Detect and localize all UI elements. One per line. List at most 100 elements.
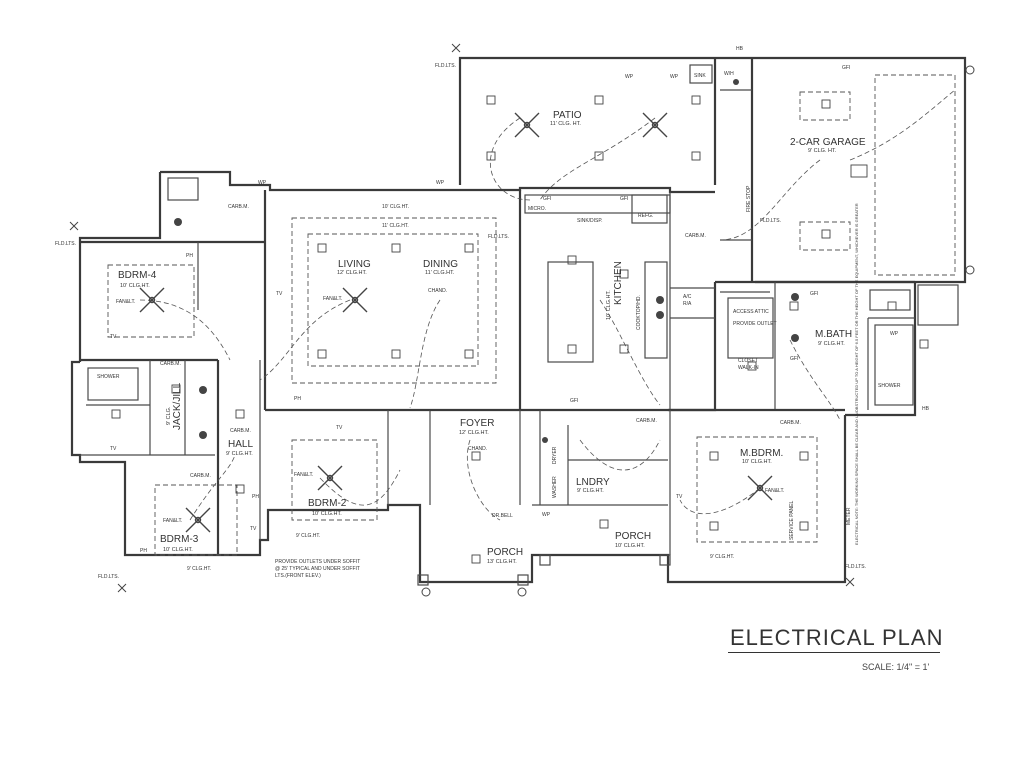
room-clg-mbath: 9' CLG.HT. — [818, 341, 845, 347]
floodlight-icon — [421, 587, 431, 597]
light-fixture-icon — [594, 151, 604, 161]
receptacle-icon — [174, 218, 182, 226]
soffit-note-line-2: @ 25' TYPICAL AND UNDER SOFFIT — [275, 566, 360, 572]
light-fixture-icon — [691, 151, 701, 161]
light-fixture-icon — [821, 99, 831, 109]
label-carb: CARB.M. — [685, 233, 706, 239]
room-clg-patio: 11' CLG. HT. — [550, 121, 581, 127]
light-fixture-icon — [709, 451, 719, 461]
label-meter: METER — [846, 507, 852, 525]
room-name-closet: CLOSET — [738, 358, 758, 364]
floodlight-icon — [517, 587, 527, 597]
label-fld-lts: FLD.LTS. — [845, 564, 866, 570]
label-cooktop: COOKTOP/HD. — [636, 295, 642, 330]
light-fixture-icon — [391, 243, 401, 253]
room-name-bdrm2: BDRM-2 — [308, 498, 347, 509]
room-clg-garage: 9' CLG. HT. — [808, 148, 837, 154]
soffit-lines — [107, 74, 956, 556]
light-fixture-icon — [464, 349, 474, 359]
light-fixture-icon — [171, 384, 181, 394]
light-fixture-icon — [691, 95, 701, 105]
receptacle-icon — [542, 437, 548, 443]
room-clg-jackjill: 9' CLG. — [166, 406, 172, 425]
light-fixture-icon — [594, 95, 604, 105]
room-name-lndry: LNDRY — [576, 477, 610, 488]
room-clg-porch-side: 10' CLG.HT. — [615, 543, 645, 549]
label-tv: TV — [110, 446, 117, 452]
light-fixture-icon — [747, 361, 757, 371]
room-clg-mbdrm: 10' CLG.HT. — [742, 459, 772, 465]
room-clg-living: 12' CLG.HT. — [337, 270, 367, 276]
receptacle-icon — [791, 293, 799, 301]
label-clg-9: 9' CLG.HT. — [710, 554, 734, 560]
light-fixture-icon — [919, 339, 929, 349]
floodlight-icon — [845, 577, 855, 587]
label-tv: TV — [110, 334, 117, 340]
label-clg-11: 11' CLG.HT. — [382, 223, 409, 229]
light-fixture-icon — [619, 344, 629, 354]
label-gfi: GFI — [790, 356, 798, 362]
label-carb: CARB.M. — [228, 204, 249, 210]
label-tv: TV — [276, 291, 283, 297]
label-carb: CARB.M. — [190, 473, 211, 479]
label-gfi: GFI — [620, 196, 628, 202]
device-labels: FLD.LTS. FLD.LTS. FLD.LTS. FLD.LTS. FLD.… — [55, 46, 930, 580]
label-provide-outlet: PROVIDE OUTLET — [733, 321, 777, 327]
room-clg-bdrm3: 10' CLG.HT. — [163, 547, 193, 553]
floodlight-icon — [69, 221, 79, 231]
room-name-patio: PATIO — [553, 110, 582, 121]
room-clg-hall: 9' CLG.HT. — [226, 451, 253, 457]
receptacle-icon — [733, 79, 739, 85]
room-name-bdrm3: BDRM-3 — [160, 534, 199, 545]
room-clg-porch-front: 13' CLG.HT. — [487, 559, 517, 565]
label-gfi: GFI — [570, 398, 578, 404]
plan-scale: SCALE: 1/4" = 1' — [862, 662, 930, 672]
light-fixture-icon — [464, 243, 474, 253]
light-fixture-icons — [111, 95, 929, 564]
label-gfi: GFI — [842, 65, 850, 71]
light-fixture-icon — [821, 229, 831, 239]
label-shower: SHOWER — [97, 374, 120, 380]
label-tv: TV — [336, 425, 343, 431]
floodlight-icons — [69, 43, 975, 597]
room-name-mbdrm: M.BDRM. — [740, 448, 783, 459]
label-wp: WP — [258, 180, 267, 186]
light-fixture-icon — [235, 484, 245, 494]
light-fixture-icon — [471, 451, 481, 461]
label-chand: CHAND. — [468, 446, 487, 452]
receptacle-icon — [656, 311, 664, 319]
room-labels: PATIO 11' CLG. HT. 2-CAR GARAGE 9' CLG. … — [118, 110, 866, 565]
label-carb: CARB.M. — [636, 418, 657, 424]
room-name-jackjill: JACK/JILL — [172, 382, 183, 430]
label-fanlt: FAN&LT. — [294, 472, 313, 478]
receptacle-icon — [199, 386, 207, 394]
light-fixture-icon — [317, 243, 327, 253]
label-ph: PH — [294, 396, 301, 402]
label-fire-stop: FIRE STOP — [746, 185, 752, 212]
room-clg-lndry: 9' CLG.HT. — [577, 488, 604, 494]
wiring-runs — [139, 89, 956, 521]
label-hb: HB — [922, 406, 930, 412]
plan-title: ELECTRICAL PLAN — [730, 625, 944, 650]
label-dryer: DRYER — [552, 446, 558, 464]
label-carb: CARB.M. — [230, 428, 251, 434]
label-ac: A/C — [683, 294, 692, 300]
label-fld-lts: FLD.LTS. — [488, 234, 509, 240]
title-underline — [728, 652, 940, 653]
room-clg-bdrm2: 10' CLG.HT. — [312, 511, 342, 517]
light-fixture-icon — [567, 255, 577, 265]
room-clg-foyer: 12' CLG.HT. — [459, 430, 489, 436]
label-ph: PH — [140, 548, 147, 554]
light-fixture-icon — [486, 95, 496, 105]
label-ph: PH — [186, 253, 193, 259]
ceiling-fan-icons — [139, 112, 773, 533]
receptacle-icons — [174, 79, 799, 443]
ceiling-fan-icon — [642, 112, 668, 138]
label-fanlt: FAN&LT. — [116, 299, 135, 305]
label-clg-9: 9' CLG.HT. — [296, 533, 320, 539]
room-clg-dining: 11' CLG.HT. — [425, 270, 455, 276]
receptacle-icon — [656, 296, 664, 304]
light-fixture-icon — [709, 521, 719, 531]
room-name-foyer: FOYER — [460, 418, 494, 429]
